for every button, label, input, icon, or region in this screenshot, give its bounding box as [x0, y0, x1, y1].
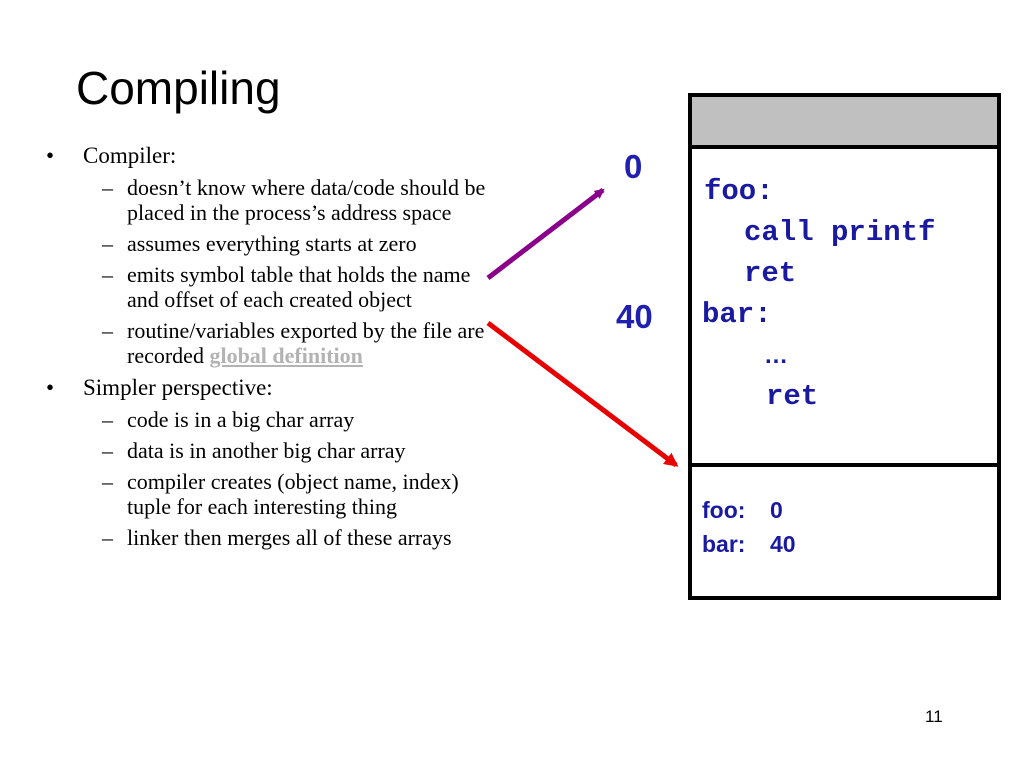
- bullet-simpler: • Simpler perspective:: [46, 374, 506, 401]
- sub-bullet-text: code is in a big char array: [127, 407, 355, 432]
- symbol-table: foo: 0 bar: 40: [692, 467, 997, 561]
- symbol-value: 0: [770, 497, 783, 523]
- symbol-name: bar:: [702, 531, 746, 557]
- bullet-compiler: • Compiler:: [46, 142, 506, 169]
- red-arrow: [486, 321, 679, 467]
- bullet-text: Compiler:: [83, 143, 177, 168]
- dash-mark: –: [102, 438, 113, 463]
- code-line: bar:: [702, 298, 772, 331]
- symbol-row: bar: 40: [692, 527, 997, 561]
- code-section: foo: call printf ret bar: … ret: [692, 149, 997, 467]
- object-file-box: foo: call printf ret bar: … ret foo: 0 ba…: [688, 93, 1001, 600]
- sub-bullet: – data is in another big char array: [46, 438, 506, 463]
- offset-zero-label: 0: [624, 148, 643, 185]
- sub-bullet: – routine/variables exported by the file…: [46, 318, 506, 368]
- page-number: 11: [925, 707, 943, 726]
- purple-arrow: [486, 188, 605, 280]
- sub-bullet-text: compiler creates (object name, index) tu…: [127, 469, 459, 519]
- sub-bullet-text: routine/variables exported by the file a…: [127, 318, 485, 368]
- global-definition-link[interactable]: global definition: [209, 343, 363, 368]
- sub-bullet-text: data is in another big char array: [127, 438, 406, 463]
- dash-mark: –: [102, 469, 113, 494]
- sub-bullet-text: linker then merges all of these arrays: [127, 525, 452, 550]
- slide-title: Compiling: [76, 62, 281, 114]
- sub-bullet: – assumes everything starts at zero: [46, 231, 506, 256]
- dash-mark: –: [102, 262, 113, 287]
- dash-mark: –: [102, 407, 113, 432]
- dash-mark: –: [102, 318, 113, 343]
- code-line: …: [764, 342, 788, 369]
- bullet-list: • Compiler: – doesn’t know where data/co…: [46, 140, 506, 550]
- object-header: [692, 97, 997, 149]
- bullet-text: Simpler perspective:: [83, 375, 273, 400]
- sub-bullet: – linker then merges all of these arrays: [46, 525, 506, 550]
- symbol-name: foo:: [702, 497, 746, 523]
- code-line: call printf: [744, 216, 936, 249]
- sub-bullet: – doesn’t know where data/code should be…: [46, 175, 506, 225]
- bullet-mark: •: [46, 375, 55, 400]
- symbol-row: foo: 0: [692, 493, 997, 527]
- sub-bullet-text: emits symbol table that holds the name a…: [127, 262, 471, 312]
- symbol-value: 40: [770, 531, 796, 557]
- dash-mark: –: [102, 231, 113, 256]
- dash-mark: –: [102, 175, 113, 200]
- code-line: ret: [744, 257, 797, 290]
- bullet-mark: •: [46, 143, 55, 168]
- offset-forty-label: 40: [616, 298, 653, 335]
- sub-bullet-text: doesn’t know where data/code should be p…: [127, 175, 486, 225]
- sub-bullet: – emits symbol table that holds the name…: [46, 262, 506, 312]
- dash-mark: –: [102, 525, 113, 550]
- code-line: ret: [766, 380, 819, 413]
- sub-bullet-text: assumes everything starts at zero: [127, 231, 417, 256]
- sub-bullet: – code is in a big char array: [46, 407, 506, 432]
- sub-bullet: – compiler creates (object name, index) …: [46, 469, 506, 519]
- code-line: foo:: [704, 175, 774, 208]
